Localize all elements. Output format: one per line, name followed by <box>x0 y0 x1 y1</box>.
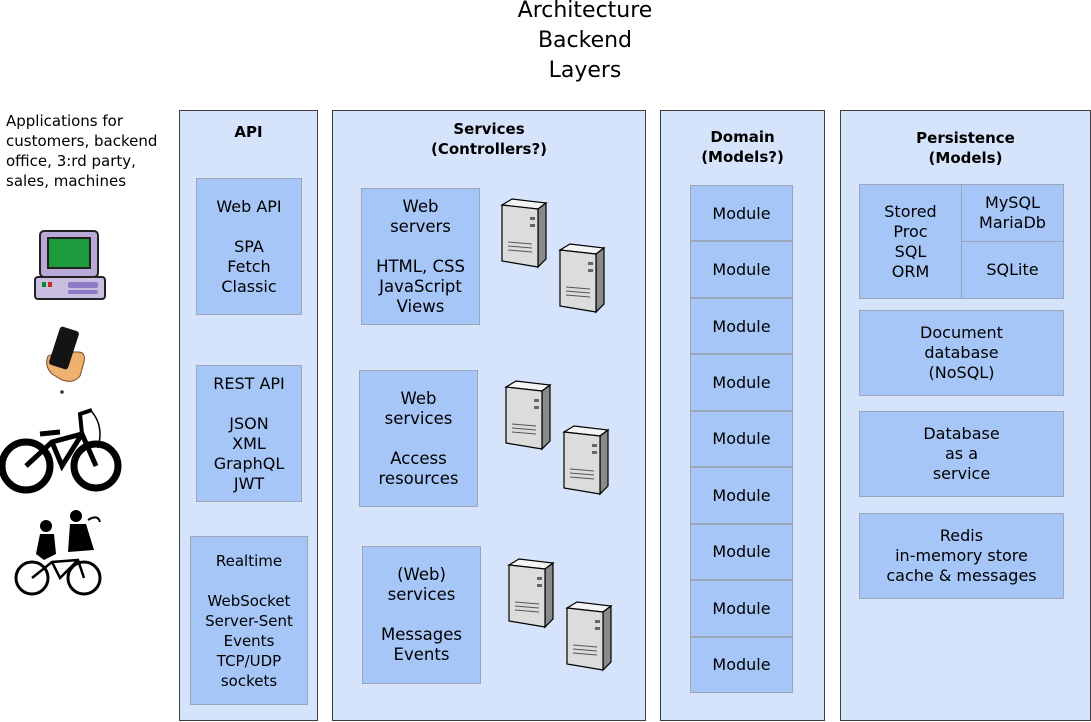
api-heading: API <box>234 123 263 141</box>
rest-api-box: REST API JSON XML GraphQL JWT <box>196 365 302 502</box>
web-servers-box: Web servers HTML, CSS JavaScript Views <box>361 188 480 325</box>
database-as-a-service-box: Database as a service <box>859 411 1064 497</box>
persistence-heading: Persistence (Models) <box>916 129 1015 167</box>
document-database-box: Document database (NoSQL) <box>859 310 1064 396</box>
bicycle-icon <box>0 408 122 494</box>
module-item: Module <box>690 580 793 637</box>
module-item: Module <box>690 354 793 411</box>
module-item: Module <box>690 636 793 693</box>
module-item: Module <box>690 523 793 581</box>
server-icon <box>507 557 557 629</box>
realtime-box: Realtime WebSocket Server-Sent Events TC… <box>190 536 308 705</box>
smartphone-in-hand-icon <box>46 326 85 394</box>
mysql-box: MySQL MariaDb <box>961 184 1064 242</box>
server-icon <box>558 242 608 314</box>
web-api-box: Web API SPA Fetch Classic <box>196 178 302 315</box>
web-services-box: Web services Access resources <box>359 370 478 507</box>
domain-heading: Domain (Models?) <box>701 128 784 166</box>
server-icon <box>504 379 554 451</box>
diagram-title: Architecture Backend Layers <box>517 0 653 83</box>
desktop-computer-icon <box>34 230 106 300</box>
sqlite-box: SQLite <box>961 241 1064 299</box>
services-heading: Services (Controllers?) <box>430 120 548 158</box>
redis-box: Redis in-memory store cache & messages <box>859 513 1064 599</box>
module-list: Module Module Module Module Module Modul… <box>690 185 793 693</box>
server-icon <box>500 197 550 269</box>
server-icon <box>565 600 615 672</box>
module-item: Module <box>690 297 793 355</box>
server-icon <box>562 424 612 496</box>
message-services-box: (Web) services Messages Events <box>362 546 481 684</box>
module-item: Module <box>690 410 793 468</box>
module-item: Module <box>690 185 793 242</box>
people-on-bicycle-icon <box>14 510 102 596</box>
stored-proc-box: Stored Proc SQL ORM <box>859 184 962 299</box>
module-item: Module <box>690 467 793 524</box>
clients-description: Applications for customers, backend offi… <box>6 112 158 190</box>
module-item: Module <box>690 241 793 298</box>
